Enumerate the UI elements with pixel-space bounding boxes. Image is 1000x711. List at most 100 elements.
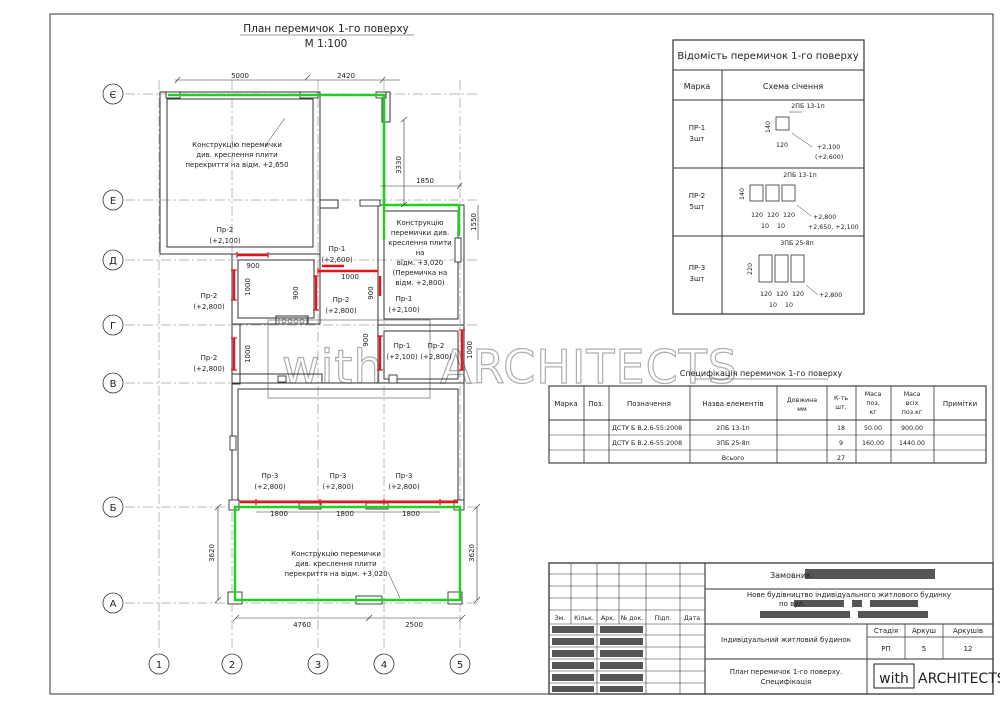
dim-label: 1000 xyxy=(244,278,252,296)
stamp-customer-label: Замовник: xyxy=(770,571,814,580)
axis-col-label: 1 xyxy=(156,660,162,671)
svg-text:2ПБ 13-1п: 2ПБ 13-1п xyxy=(716,425,749,432)
axis-col-label: 4 xyxy=(381,660,387,671)
svg-text:ДСТУ Б В.2.6-55:2008: ДСТУ Б В.2.6-55:2008 xyxy=(612,425,682,432)
dim-label: 900 xyxy=(246,262,259,270)
stamp-sheets-header: Аркушів xyxy=(953,627,983,635)
svg-text:Пр-2: Пр-2 xyxy=(217,226,234,234)
spec-table: Специфікація перемичок 1-го поверху Марк… xyxy=(548,369,987,464)
lintel-label: Пр-2 (+2,800) xyxy=(193,354,225,373)
svg-text:10: 10 xyxy=(761,223,769,230)
spec-row: Всього 27 xyxy=(722,455,845,462)
vidomist-row: ПР-1 3шт 2ПБ 13-1п 140 120 +2,100 (+2,60… xyxy=(689,103,843,161)
axis-row-label: Г xyxy=(110,321,116,332)
svg-text:ПР-1: ПР-1 xyxy=(689,124,705,132)
svg-text:поз.кг: поз.кг xyxy=(902,409,922,416)
svg-text:140: 140 xyxy=(739,188,746,200)
dim-label: 1850 xyxy=(416,177,434,185)
axis-row-label: Е xyxy=(110,196,116,207)
spec-header: Примітки xyxy=(943,400,977,408)
vidomist-col-scheme: Схема січення xyxy=(763,82,823,91)
svg-text:мм: мм xyxy=(797,406,807,413)
stamp-col-header: № док. xyxy=(620,615,644,622)
svg-text:10: 10 xyxy=(769,302,777,309)
dim-label: 1550 xyxy=(470,213,478,231)
svg-text:5шт: 5шт xyxy=(690,203,705,211)
vidomist-row: ПР-2 5шт 2ПБ 13-1п 140 120 120 120 10 10… xyxy=(689,172,859,231)
dim-label: 1800 xyxy=(336,510,354,518)
svg-text:(+2,800): (+2,800) xyxy=(193,365,225,373)
svg-text:1440.00: 1440.00 xyxy=(899,440,925,447)
stove-symbol xyxy=(278,317,308,325)
svg-text:120: 120 xyxy=(776,291,788,298)
svg-text:(+2,800): (+2,800) xyxy=(325,307,357,315)
dim-label: 3620 xyxy=(208,544,216,562)
lintel-label: Пр-1(+2,600) xyxy=(321,245,353,264)
svg-text:ARCHITECTS: ARCHITECTS xyxy=(918,671,1000,687)
svg-text:перекриття на відм. +3,020: перекриття на відм. +3,020 xyxy=(284,570,387,578)
svg-text:Пр-2: Пр-2 xyxy=(201,354,218,362)
svg-text:120: 120 xyxy=(751,212,763,219)
sheet-frame xyxy=(49,13,994,695)
svg-text:поз.: поз. xyxy=(866,400,879,407)
note-top-left: Конструкцію перемички див. креслення пли… xyxy=(185,141,288,169)
svg-text:на: на xyxy=(416,249,425,257)
axis-row-label: Є xyxy=(110,90,117,101)
watermark: with ARCHITECTS xyxy=(267,319,738,399)
stamp-col-header: Дата xyxy=(684,615,700,622)
svg-text:220: 220 xyxy=(747,263,754,275)
dim-label: 900 xyxy=(292,286,300,299)
svg-text:Пр-1: Пр-1 xyxy=(396,295,413,303)
dimension-lines xyxy=(174,74,481,622)
axis-row-label: Д xyxy=(109,256,117,267)
lintel-label: Пр-3(+2,800) xyxy=(322,472,354,491)
svg-text:Пр-3: Пр-3 xyxy=(396,472,413,480)
svg-text:К-ть: К-ть xyxy=(834,395,848,402)
svg-text:27: 27 xyxy=(837,455,845,462)
svg-text:10: 10 xyxy=(777,223,785,230)
svg-text:+2,650, +2,100: +2,650, +2,100 xyxy=(808,224,859,231)
stamp-sheets: 12 xyxy=(964,645,973,653)
svg-text:ДСТУ Б В.2.6-55:2008: ДСТУ Б В.2.6-55:2008 xyxy=(612,440,682,447)
svg-text:with: with xyxy=(879,671,909,687)
svg-text:50.00: 50.00 xyxy=(864,425,882,432)
svg-text:ПР-2: ПР-2 xyxy=(689,192,705,200)
dim-label: 900 xyxy=(367,286,375,299)
lintel-label: Пр-2(+2,800) xyxy=(325,296,357,315)
svg-text:Маса: Маса xyxy=(865,391,882,398)
lintel-label: Пр-3(+2,800) xyxy=(388,472,420,491)
svg-text:3ПБ 25-8п: 3ПБ 25-8п xyxy=(716,440,749,447)
row-axis-markers xyxy=(102,83,124,614)
svg-text:9: 9 xyxy=(839,440,843,447)
svg-text:160.00: 160.00 xyxy=(862,440,884,447)
svg-text:відм. +3,020: відм. +3,020 xyxy=(397,259,444,267)
svg-text:див. креслення плити: див. креслення плити xyxy=(295,560,376,568)
svg-text:2ПБ 13-1п: 2ПБ 13-1п xyxy=(783,172,816,179)
svg-text:(+2,100): (+2,100) xyxy=(386,353,418,361)
svg-text:перекриття на відм. +2,650: перекриття на відм. +2,650 xyxy=(185,161,288,169)
stamp-col-header: Зм. xyxy=(555,615,566,622)
svg-text:+2,800: +2,800 xyxy=(819,292,842,299)
svg-text:2ПБ 13-1п: 2ПБ 13-1п xyxy=(791,103,824,110)
spec-header: Позначення xyxy=(627,400,671,408)
svg-text:900.00: 900.00 xyxy=(901,425,923,432)
svg-text:перемички див.: перемички див. xyxy=(391,229,449,237)
svg-text:120: 120 xyxy=(760,291,772,298)
svg-text:Пр-3: Пр-3 xyxy=(262,472,279,480)
dim-label: 1000 xyxy=(341,273,359,281)
lintel-label: Пр-1(+2,100) xyxy=(386,342,418,361)
svg-text:18: 18 xyxy=(837,425,845,432)
dim-label: 2500 xyxy=(405,621,423,629)
svg-text:(+2,800): (+2,800) xyxy=(254,483,286,491)
col-axis-markers xyxy=(148,653,471,675)
note-bottom: Конструкцію перемички див. креслення пли… xyxy=(284,550,387,578)
stamp-sheet-header: Аркуш xyxy=(912,627,936,635)
spec-header: Марка xyxy=(554,400,577,408)
svg-text:Маса: Маса xyxy=(904,391,921,398)
svg-text:(+2,100): (+2,100) xyxy=(209,237,241,245)
svg-text:3ПБ 25-8п: 3ПБ 25-8п xyxy=(780,240,813,247)
svg-text:Пр-2: Пр-2 xyxy=(428,342,445,350)
